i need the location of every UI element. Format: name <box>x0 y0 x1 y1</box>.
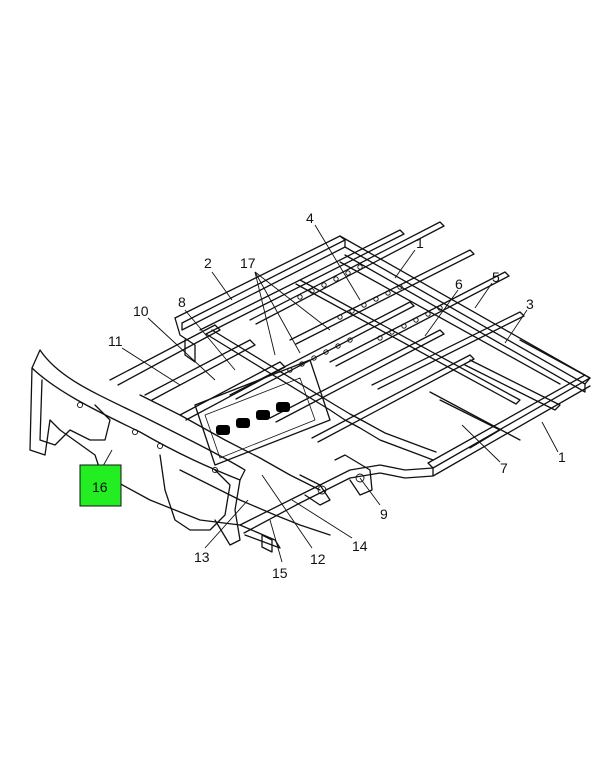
cutout-d <box>276 402 290 412</box>
leader-8 <box>184 309 236 371</box>
callout-7[interactable]: 7 <box>500 460 508 476</box>
cross-member-f <box>269 329 445 423</box>
callout-1-top[interactable]: 1 <box>416 235 424 251</box>
cutout-c <box>256 410 270 420</box>
leader-12 <box>261 474 313 549</box>
right-side-rail-jog-lower <box>243 472 434 534</box>
leader-11 <box>121 347 181 386</box>
box-section <box>194 359 331 466</box>
rear-cross-rail <box>339 235 591 385</box>
callout-6[interactable]: 6 <box>455 276 463 292</box>
leader-14 <box>291 499 353 539</box>
callout-17[interactable]: 17 <box>240 255 256 271</box>
cross-member-e <box>229 301 415 400</box>
leader-9 <box>359 477 381 506</box>
leader-lines <box>97 224 559 563</box>
callout-8[interactable]: 8 <box>178 294 186 310</box>
center-rail-left <box>199 229 405 335</box>
front-rail-left <box>94 469 241 526</box>
callout-3[interactable]: 3 <box>526 296 534 312</box>
front-cross-frame-b <box>144 339 256 401</box>
leader-10 <box>147 317 216 381</box>
front-rail-lower-b <box>239 524 281 549</box>
front-cross-frame-c <box>179 361 286 421</box>
rear-cross-rail-lower <box>344 254 586 393</box>
inner-rail-1 <box>295 279 521 405</box>
box-section-inner <box>204 377 316 459</box>
tow-bracket <box>261 534 273 553</box>
cross-member-g <box>311 354 475 443</box>
callout-16[interactable]: 16 <box>92 479 108 495</box>
leader-17b <box>254 271 301 354</box>
leader-13 <box>204 499 249 549</box>
leader-6 <box>424 289 459 337</box>
inner-rail-2 <box>339 261 561 385</box>
leader-4 <box>314 224 361 301</box>
left-side-rail <box>174 235 346 324</box>
callout-1-right[interactable]: 1 <box>558 449 566 465</box>
highlight-box-16 <box>79 464 122 507</box>
leader-3 <box>504 309 528 344</box>
cutout-a <box>216 425 230 435</box>
rear-right-crossbar <box>464 359 561 411</box>
front-right-bracket <box>159 454 231 531</box>
callout-5[interactable]: 5 <box>492 269 500 285</box>
front-rail-lower <box>179 469 331 536</box>
leader-1-right <box>541 421 559 453</box>
cross-member-d <box>371 311 525 390</box>
cross-member-a <box>249 221 445 325</box>
center-rail-right <box>205 333 434 461</box>
callout-13[interactable]: 13 <box>194 549 210 565</box>
front-bumper-lower <box>29 367 241 546</box>
leader-7 <box>461 424 501 463</box>
inner-rail-3 <box>429 391 521 441</box>
callout-14[interactable]: 14 <box>352 538 368 554</box>
callout-2[interactable]: 2 <box>204 255 212 271</box>
callout-12[interactable]: 12 <box>310 551 326 567</box>
callout-labels: 1 1 2 3 4 5 6 7 8 9 10 11 12 13 14 15 16… <box>92 210 566 581</box>
cross-member-b <box>289 249 475 345</box>
right-side-rail-jog <box>239 464 434 526</box>
callout-4[interactable]: 4 <box>306 210 314 226</box>
right-side-rail <box>427 374 591 469</box>
rear-right-corner <box>519 339 591 379</box>
chassis-frame-drawing <box>29 221 591 553</box>
front-left-bracket <box>39 379 111 446</box>
rail-holes <box>76 264 443 495</box>
leader-5 <box>474 282 493 309</box>
leader-17c <box>254 271 331 331</box>
callout-9[interactable]: 9 <box>380 506 388 522</box>
center-rail-right-b <box>211 329 437 453</box>
leader-2 <box>211 271 233 301</box>
leader-17a <box>254 271 276 356</box>
leader-15 <box>269 519 283 563</box>
cutout-b <box>236 418 250 428</box>
cross-member-c <box>329 271 510 367</box>
callout-15[interactable]: 15 <box>272 565 288 581</box>
callout-10[interactable]: 10 <box>133 303 149 319</box>
right-side-rail-lower <box>432 385 591 477</box>
front-cross-frame <box>109 324 221 386</box>
mid-support <box>334 454 373 496</box>
left-side-rail-lower <box>181 239 346 331</box>
callout-11[interactable]: 11 <box>108 333 123 349</box>
leader-1-top <box>394 249 416 279</box>
mid-support-b <box>299 474 331 506</box>
